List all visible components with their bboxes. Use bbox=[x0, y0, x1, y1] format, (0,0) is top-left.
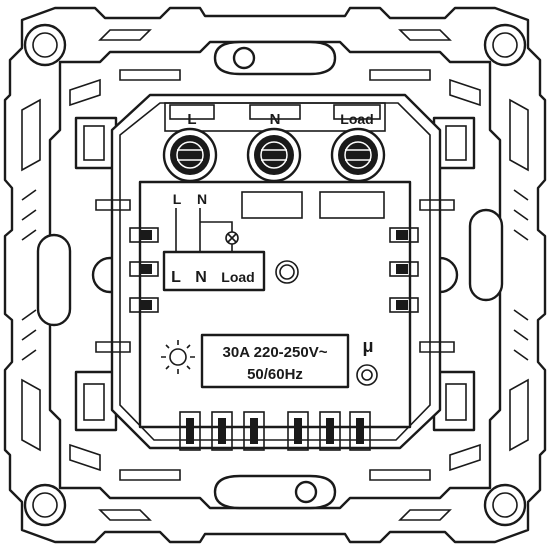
mounting-hole-icon bbox=[23, 483, 67, 527]
terminal-l: L bbox=[162, 104, 218, 183]
terminal-label-l: L bbox=[187, 111, 196, 128]
terminal-n: N bbox=[246, 104, 302, 183]
schematic-top-n: N bbox=[197, 191, 207, 207]
rating-plate: 30A 220-250V~ 50/60Hz bbox=[200, 333, 350, 389]
terminal-label-n: N bbox=[270, 111, 281, 128]
lamp-icon bbox=[161, 340, 195, 374]
micro-gap-icon: μ bbox=[356, 336, 378, 386]
wiring-schematic: L N L N Load bbox=[162, 191, 266, 292]
schematic-box-load: Load bbox=[221, 269, 254, 285]
indicator-ring bbox=[275, 260, 299, 284]
terminal-screw-icon bbox=[246, 127, 302, 183]
schematic-box-n: N bbox=[195, 269, 207, 286]
bottom-slots bbox=[179, 411, 371, 451]
rating-line-1: 30A 220-250V~ bbox=[223, 344, 328, 361]
mounting-hole-icon bbox=[483, 483, 527, 527]
micro-symbol: μ bbox=[362, 336, 373, 356]
mounting-hole-icon bbox=[23, 23, 67, 67]
terminal-screw-icon bbox=[162, 127, 218, 183]
terminal-screw-icon bbox=[330, 127, 386, 183]
terminal-block: L N Load bbox=[162, 102, 386, 183]
rating-line-2: 50/60Hz bbox=[247, 366, 303, 383]
keyhole-slots bbox=[213, 40, 337, 510]
corner-screw-holes bbox=[23, 23, 527, 527]
mounting-hole-icon bbox=[483, 23, 527, 67]
terminal-load: Load bbox=[330, 104, 386, 183]
schematic-box-l: L bbox=[171, 269, 181, 286]
terminal-label-load: Load bbox=[340, 111, 373, 127]
schematic-top-l: L bbox=[173, 191, 182, 207]
